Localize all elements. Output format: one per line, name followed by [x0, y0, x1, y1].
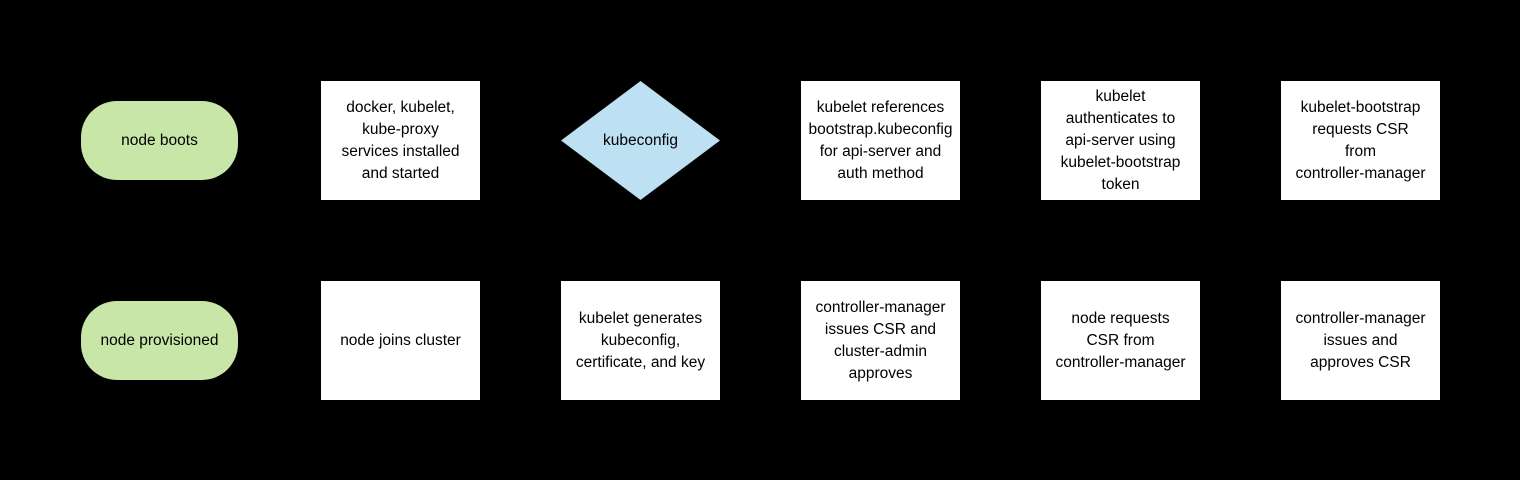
node-label: node boots: [121, 131, 198, 149]
node-label: kubelet-bootstrap requests CSR from cont…: [1295, 98, 1426, 182]
node-node-boots[interactable]: node boots: [81, 101, 238, 180]
node-controller-manager-issues-csr[interactable]: controller-manager issues CSR and cluste…: [801, 281, 960, 400]
node-node-joins-cluster[interactable]: node joins cluster: [321, 281, 480, 400]
node-kubelet-bootstrap-requests-csr[interactable]: kubelet-bootstrap requests CSR from cont…: [1281, 81, 1440, 200]
node-label: docker, kubelet, kube-proxy services ins…: [341, 98, 460, 182]
node-node-provisioned[interactable]: node provisioned: [81, 301, 238, 380]
node-label: kubeconfig: [603, 131, 678, 149]
node-kubelet-authenticates[interactable]: kubelet authenticates to api-server usin…: [1041, 81, 1200, 200]
node-label: node joins cluster: [340, 331, 461, 349]
node-kubeconfig[interactable]: kubeconfig: [561, 81, 720, 200]
node-services-installed[interactable]: docker, kubelet, kube-proxy services ins…: [321, 81, 480, 200]
node-controller-manager-issues-approves[interactable]: controller-manager issues and approves C…: [1281, 281, 1440, 400]
node-label: node provisioned: [100, 331, 219, 349]
node-node-requests-csr[interactable]: node requests CSR from controller-manage…: [1041, 281, 1200, 400]
node-label: controller-manager issues CSR and cluste…: [815, 298, 946, 382]
node-kubelet-references-bootstrap[interactable]: kubelet references bootstrap.kubeconfig …: [801, 81, 960, 200]
node-label: controller-manager issues and approves C…: [1295, 309, 1426, 371]
node-label: kubelet generates kubeconfig, certificat…: [575, 309, 706, 371]
node-label: kubelet authenticates to api-server usin…: [1060, 87, 1181, 193]
node-label: kubelet references bootstrap.kubeconfig …: [808, 98, 953, 182]
node-kubelet-generates-kubeconfig[interactable]: kubelet generates kubeconfig, certificat…: [561, 281, 720, 400]
node-label: node requests CSR from controller-manage…: [1055, 309, 1186, 371]
